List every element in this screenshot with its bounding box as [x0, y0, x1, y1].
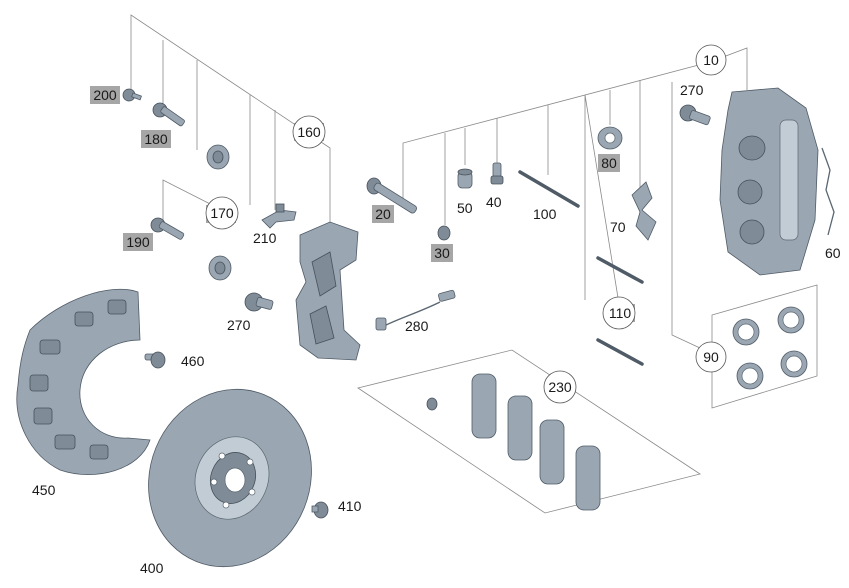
- bolt-270-right: [679, 104, 711, 126]
- caliper-carrier-160: [295, 221, 361, 361]
- seal-kit-90: [732, 306, 808, 390]
- cap-50: [457, 168, 473, 189]
- bolt-180: [152, 102, 185, 127]
- clip-210: [261, 203, 297, 229]
- label-40: 40: [486, 194, 502, 210]
- pins-110: [596, 256, 644, 366]
- label-450: 450: [32, 482, 56, 498]
- label-270-right: 270: [680, 82, 704, 98]
- bolt-270-left: [244, 292, 274, 312]
- spring-clip-70: [631, 181, 657, 241]
- leader-lines: [130, 14, 818, 514]
- seal-ring-80: [597, 126, 623, 150]
- callout-boxes: [90, 86, 635, 322]
- screw-410: [311, 501, 329, 519]
- label-20: 20: [375, 206, 391, 222]
- dust-shield-450: [16, 288, 151, 475]
- bolt-20: [366, 177, 417, 214]
- label-230: 230: [548, 379, 572, 395]
- callout-labels: 10 160 170 110 230 90 200 180 190 20 30 …: [32, 52, 841, 576]
- label-160: 160: [297, 124, 321, 140]
- label-400: 400: [140, 560, 164, 576]
- label-200: 200: [93, 87, 117, 103]
- label-210: 210: [253, 230, 277, 246]
- label-270-left: 270: [227, 317, 251, 333]
- callout-circles: [205, 44, 727, 404]
- label-180: 180: [144, 131, 168, 147]
- nut-30: [437, 225, 451, 241]
- bolt-190: [150, 217, 185, 240]
- label-280: 280: [405, 318, 429, 334]
- bolt-200: [122, 88, 142, 102]
- label-190: 190: [126, 234, 150, 250]
- label-170: 170: [210, 205, 234, 221]
- label-460: 460: [181, 353, 205, 369]
- label-90: 90: [703, 349, 719, 365]
- bleeder-40: [490, 162, 504, 185]
- spring-60: [821, 147, 835, 236]
- label-50: 50: [457, 200, 473, 216]
- label-100: 100: [533, 206, 557, 222]
- label-410: 410: [338, 498, 362, 514]
- label-70: 70: [610, 219, 626, 235]
- bolt-460: [144, 351, 166, 369]
- label-80: 80: [601, 155, 617, 171]
- pad-set-230: [426, 373, 601, 511]
- caliper-10: [719, 87, 819, 276]
- label-30: 30: [434, 245, 450, 261]
- wear-sensor-280: [375, 289, 456, 331]
- label-60: 60: [825, 245, 841, 261]
- label-10: 10: [703, 52, 719, 68]
- pin-100: [518, 170, 580, 208]
- label-110: 110: [609, 305, 632, 321]
- bushing-170: [206, 144, 232, 281]
- brake-disc-400: [148, 388, 312, 568]
